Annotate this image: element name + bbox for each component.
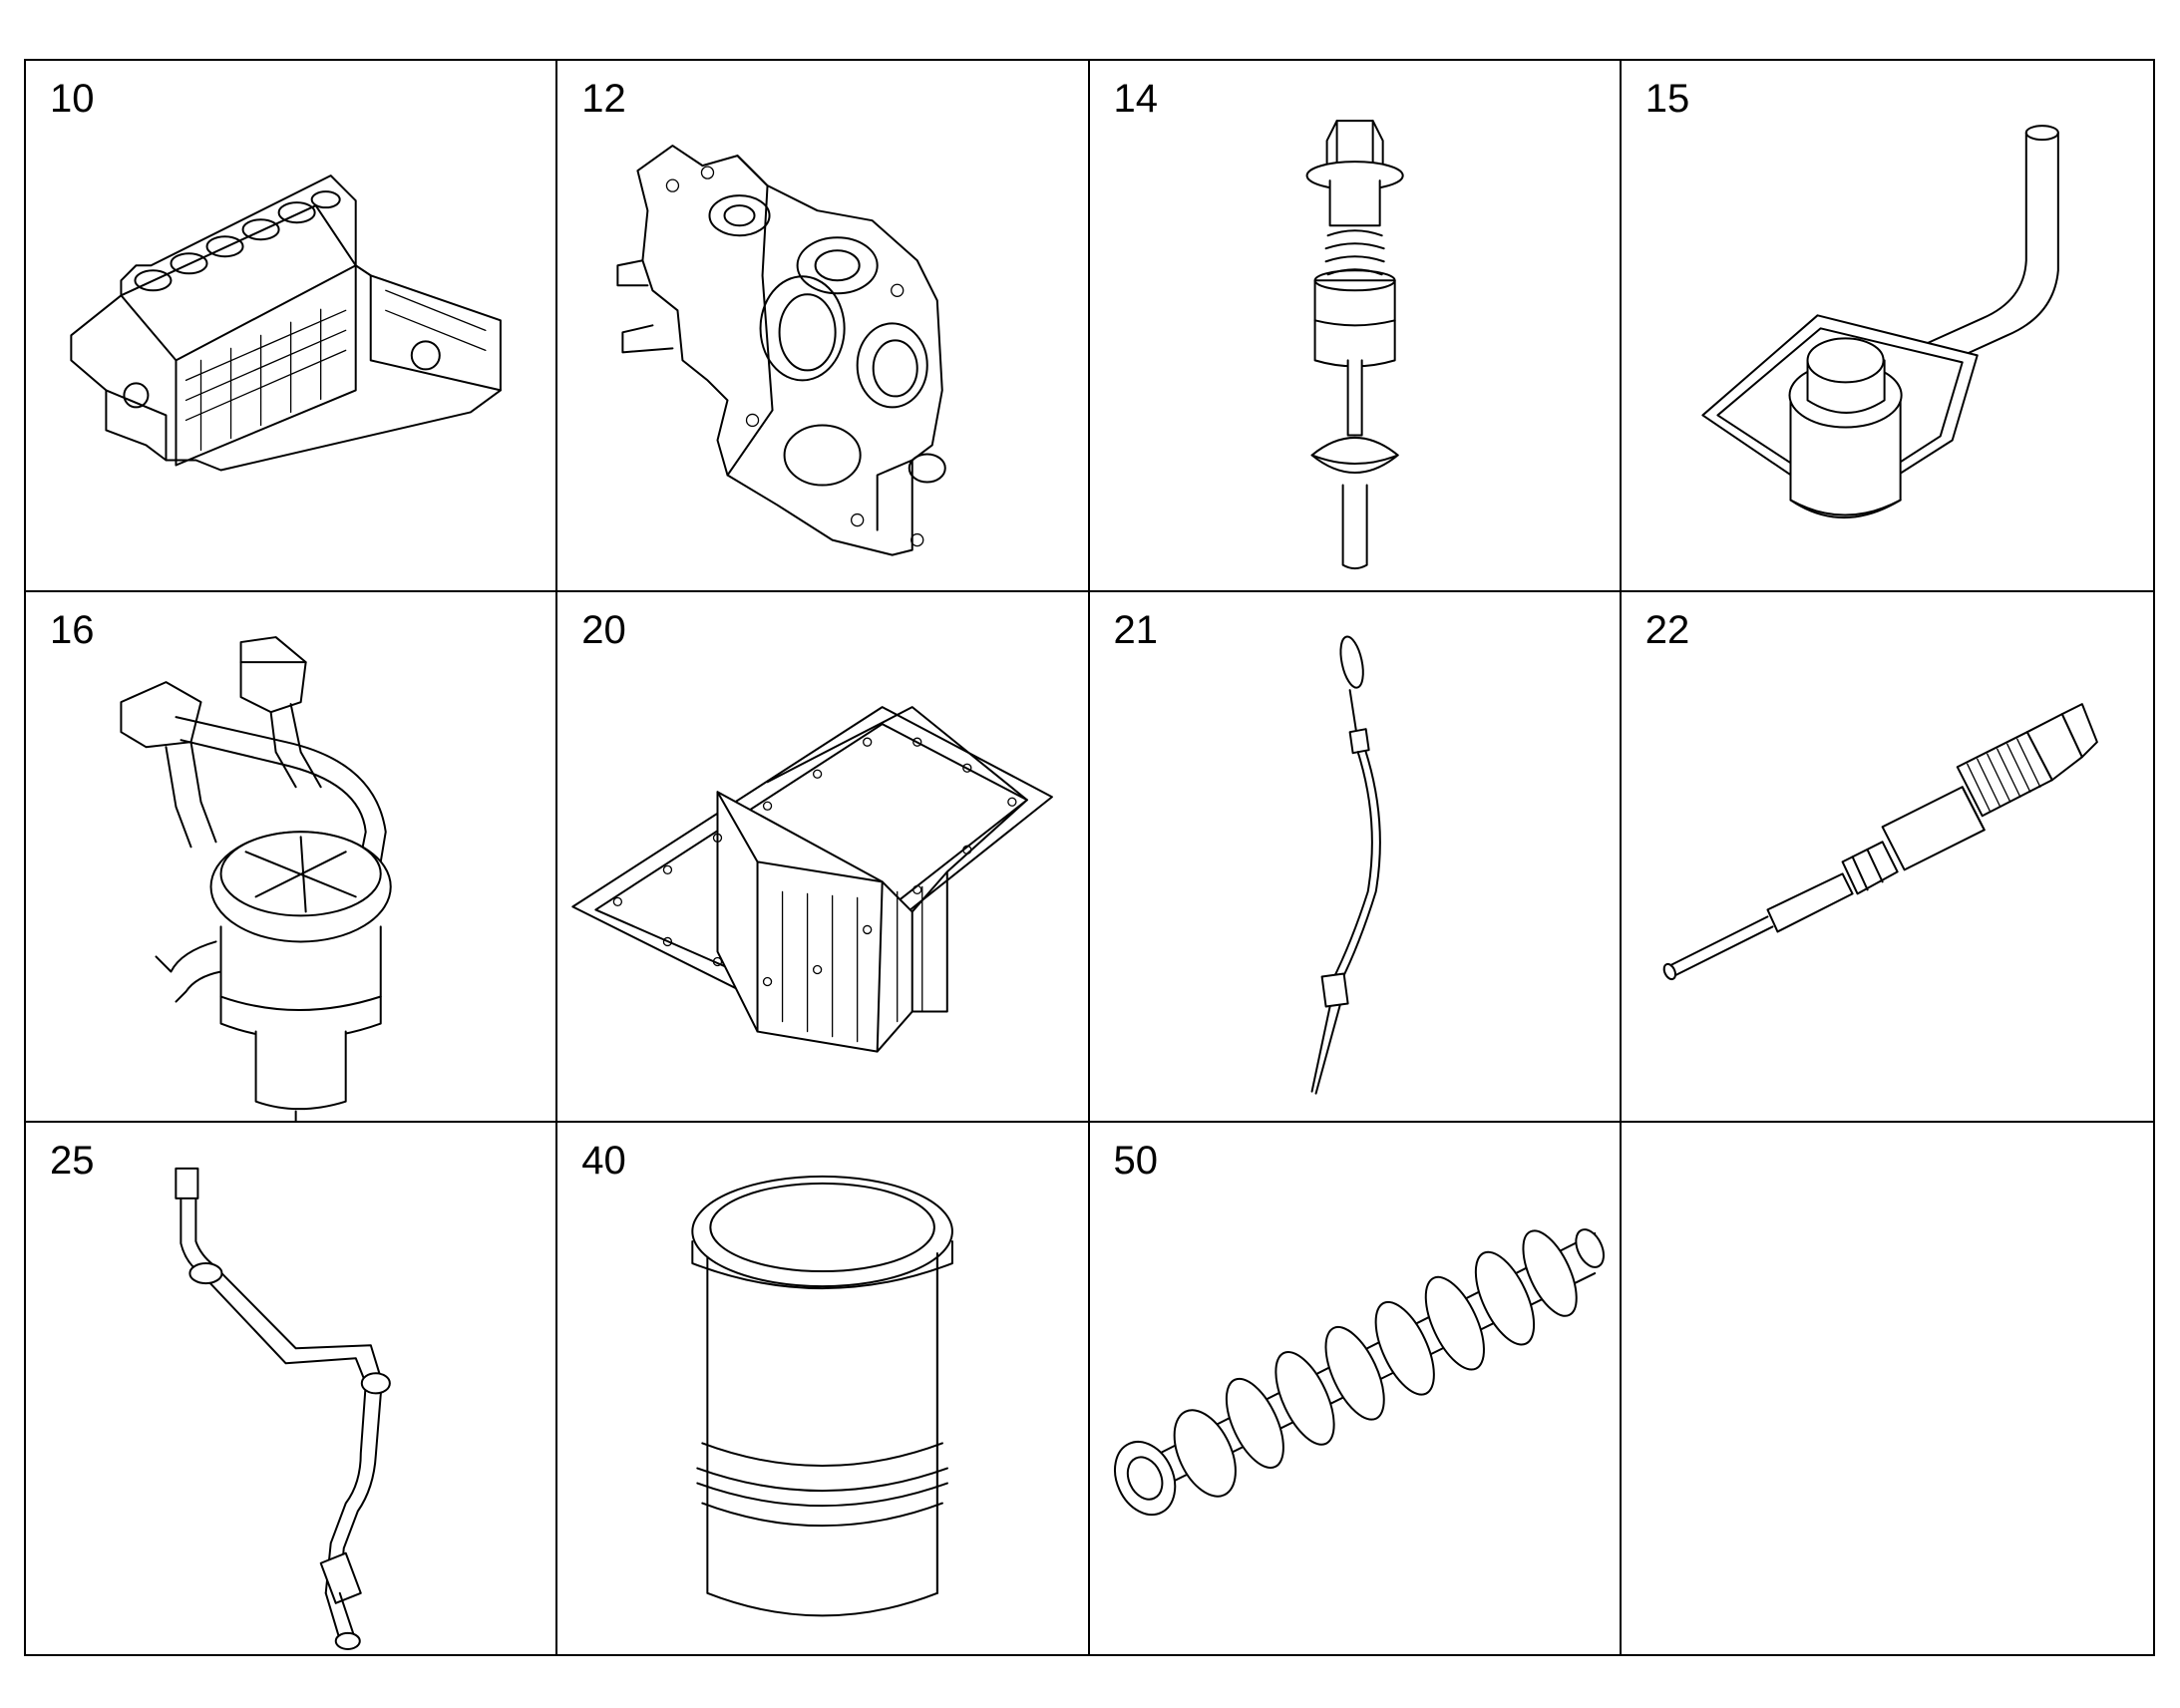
part-number: 15 [1644, 77, 1690, 121]
part-number: 40 [581, 1139, 626, 1184]
cylinder-block-icon [26, 61, 555, 590]
part-cell-22[interactable]: 22 [1621, 592, 2153, 1124]
oil-separator-icon [26, 592, 555, 1122]
part-number: 12 [581, 77, 626, 121]
part-cell-14[interactable]: 14 [1089, 61, 1622, 592]
dipstick-icon [1090, 592, 1620, 1122]
part-cell-21[interactable]: 21 [1089, 591, 1622, 1124]
part-cell-16[interactable]: 16 [26, 591, 558, 1124]
pipe-line-icon [26, 1123, 555, 1654]
oil-pan-icon [557, 592, 1087, 1122]
parts-grid: 10 12 [24, 59, 2155, 1656]
sensor-probe-icon [1622, 592, 2153, 1122]
cylinder-liner-icon [557, 1123, 1087, 1654]
empty-cell [1622, 1123, 2153, 1654]
elbow-pipe-icon [1622, 61, 2153, 590]
part-cell-20[interactable]: 20 [557, 591, 1090, 1124]
part-number: 10 [50, 77, 95, 121]
part-cell-12[interactable]: 12 [557, 61, 1090, 592]
part-number: 22 [1644, 607, 1690, 652]
part-cell-25[interactable]: 25 [26, 1123, 558, 1654]
part-number: 25 [50, 1139, 95, 1184]
crankshaft-icon [1090, 1123, 1620, 1654]
part-number: 20 [581, 607, 626, 652]
part-number: 14 [1113, 77, 1159, 121]
part-cell-40[interactable]: 40 [557, 1123, 1090, 1654]
part-cell-10[interactable]: 10 [26, 61, 558, 592]
part-cell-50[interactable]: 50 [1090, 1123, 1622, 1654]
part-number: 21 [1113, 607, 1159, 652]
part-cell-15[interactable]: 15 [1621, 61, 2153, 592]
part-number: 50 [1113, 1139, 1159, 1184]
valve-plug-icon [1090, 61, 1620, 590]
timing-case-icon [557, 61, 1087, 590]
part-number: 16 [50, 607, 95, 652]
